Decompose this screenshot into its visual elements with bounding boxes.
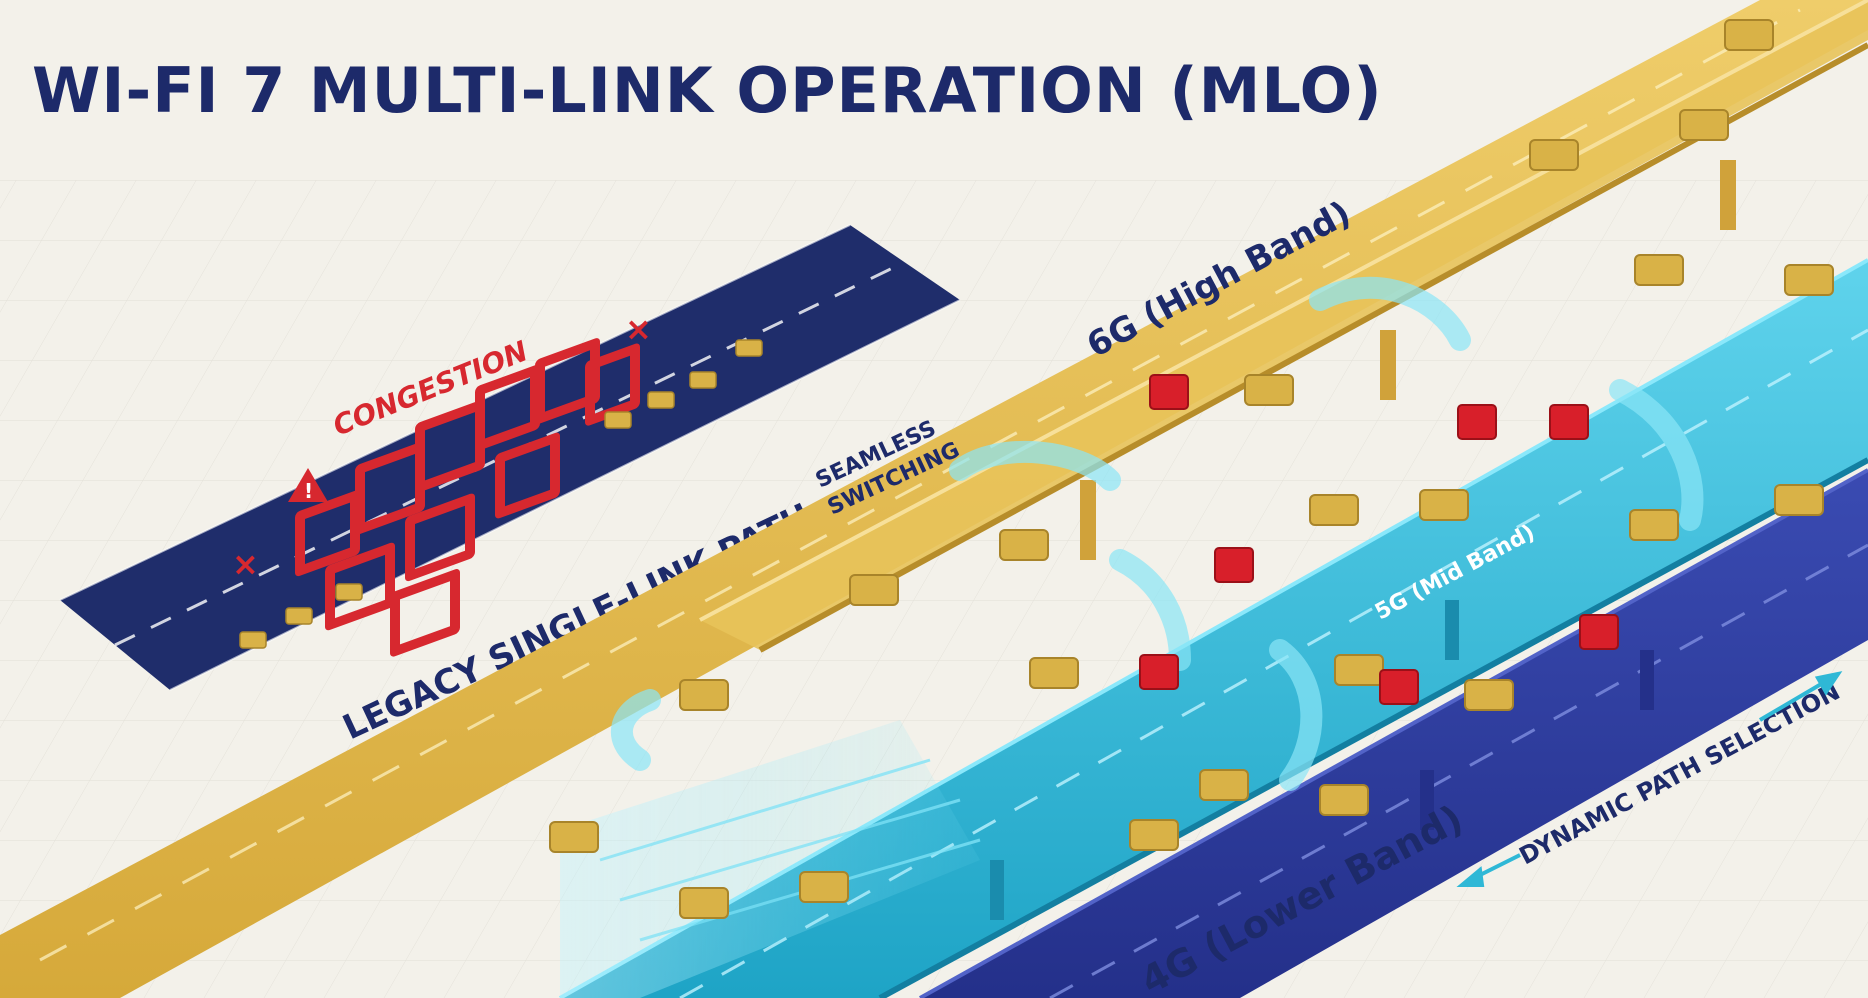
- packet-icon: [679, 679, 729, 711]
- packet-icon: [1724, 19, 1774, 51]
- packet-icon: [1629, 509, 1679, 541]
- blocked-packet-icon: [1379, 669, 1419, 705]
- blocked-packet-icon: [1457, 404, 1497, 440]
- packet-icon: [799, 871, 849, 903]
- packet-icon: [1334, 654, 1384, 686]
- packet-icon: [647, 391, 675, 409]
- packet-icon: [1319, 784, 1369, 816]
- switch-arrow-icon: [1609, 379, 1704, 531]
- switch-arrow-icon: [949, 440, 1121, 491]
- packet-icon: [239, 631, 267, 649]
- lower-band-road: [919, 468, 1868, 998]
- packet-icon: [1244, 374, 1294, 406]
- packet-icon: [1774, 484, 1824, 516]
- band-packets: [549, 19, 1834, 919]
- packet-icon: [1529, 139, 1579, 171]
- packet-icon: [999, 529, 1049, 561]
- svg-text:!: !: [304, 479, 313, 503]
- blocked-packets: [1139, 374, 1619, 705]
- blocked-packet-icon: [1214, 547, 1254, 583]
- packet-icon: [1679, 109, 1729, 141]
- dynamic-path-arrows: [1456, 671, 1843, 887]
- congestion-cluster: [295, 338, 640, 657]
- switch-arrow-icon: [1269, 639, 1323, 791]
- blocked-packet-icon: [1579, 614, 1619, 650]
- packet-icon: [849, 574, 899, 606]
- page-title: WI-FI 7 MULTI-LINK OPERATION (MLO): [32, 54, 1383, 127]
- packet-icon: [1029, 657, 1079, 689]
- switch-arrow-icon: [1309, 276, 1471, 351]
- packet-icon: [1419, 489, 1469, 521]
- packet-icon: [1199, 769, 1249, 801]
- packet-icon: [689, 371, 717, 389]
- packet-icon: [679, 887, 729, 919]
- blocked-x-icon: ×: [625, 310, 652, 348]
- packet-icon: [1784, 264, 1834, 296]
- packet-icon: [1464, 679, 1514, 711]
- packet-icon: [1309, 494, 1359, 526]
- blocked-packet-icon: [1549, 404, 1589, 440]
- packet-icon: [735, 339, 763, 357]
- blocked-x-icon: ×: [232, 545, 259, 583]
- packet-icon: [1129, 819, 1179, 851]
- warning-icon: !: [288, 468, 328, 503]
- packet-icon: [1634, 254, 1684, 286]
- switch-arrow-icon: [1109, 549, 1191, 671]
- packet-icon: [549, 821, 599, 853]
- switch-arrows: [610, 276, 1704, 791]
- packet-icon: [285, 607, 313, 625]
- packet-icon: [335, 583, 363, 601]
- blocked-packet-icon: [1149, 374, 1189, 410]
- legacy-packets: [239, 339, 763, 649]
- blocked-packet-icon: [1139, 654, 1179, 690]
- switch-arrow-icon: [610, 689, 661, 771]
- packet-icon: [604, 411, 632, 429]
